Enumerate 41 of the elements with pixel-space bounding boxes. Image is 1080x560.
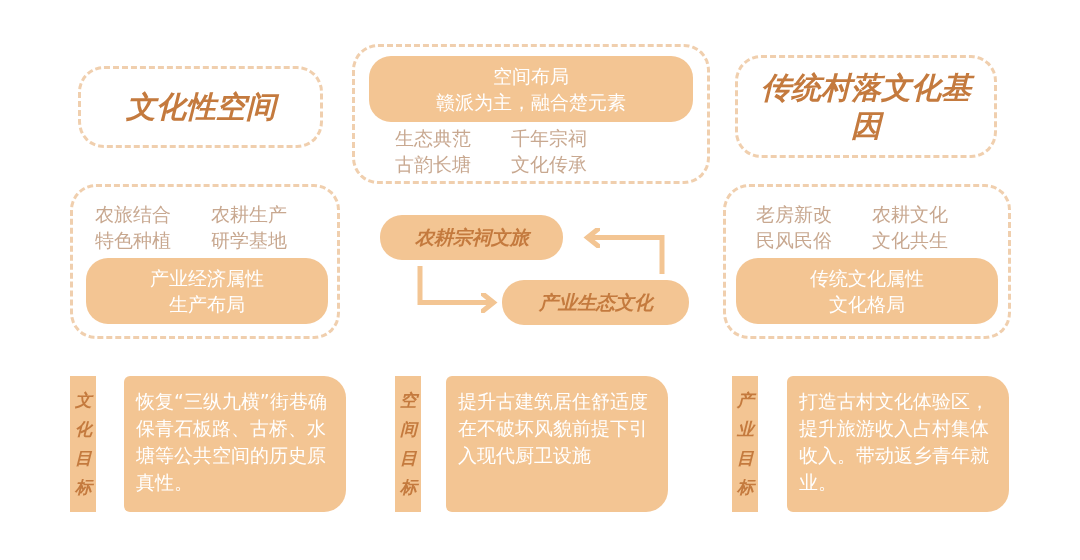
- item-text: 特色种植: [95, 228, 171, 253]
- pill-label: 农耕宗祠文旅: [380, 215, 563, 260]
- text-card: [787, 376, 1009, 512]
- pill-label: 产业生态文化: [502, 280, 689, 325]
- pill-text: 赣派为主，融合楚元素: [435, 90, 627, 115]
- item-text: 古韵长塘: [395, 152, 471, 177]
- item-text: 农旅结合: [95, 202, 171, 227]
- pill-box: [86, 258, 328, 324]
- item-text: 文化共生: [872, 228, 948, 253]
- dashed-panel: [723, 184, 1011, 339]
- pill-box: [736, 258, 998, 324]
- dashed-panel: [352, 44, 710, 184]
- card-text: 提升古建筑居住舒适度在不破坏风貌前提下引入现代厨卫设施: [457, 389, 649, 468]
- dashed-panel: [70, 184, 340, 339]
- item-text: 农耕生产: [211, 202, 287, 227]
- vertical-label: 文化目标: [74, 389, 92, 499]
- card-text: 恢复“三纵九横”街巷确保青石板路、古桥、水塘等公共空间的历史原真性。: [134, 389, 328, 495]
- label-bar: [70, 376, 96, 512]
- item-text: 农耕文化: [872, 202, 948, 227]
- item-text: 民风民俗: [756, 228, 832, 253]
- pill-text: 产业经济属性: [149, 266, 265, 291]
- item-text: 生态典范: [395, 126, 471, 151]
- pill-text: 传统文化属性: [809, 266, 925, 291]
- pill-text: 空间布局: [492, 64, 570, 89]
- pill-text: 生产布局: [168, 292, 246, 317]
- label-bar: [732, 376, 758, 512]
- text-card: [446, 376, 668, 512]
- text-card: [124, 376, 346, 512]
- item-text: 文化传承: [511, 152, 587, 177]
- card-text: 打造古村文化体验区，提升旅游收入占村集体收入。带动返乡青年就业。: [798, 389, 990, 495]
- heading-frame: [78, 66, 323, 148]
- arrow: [417, 266, 496, 315]
- heading-frame: [735, 55, 997, 158]
- pill-text: 文化格局: [828, 292, 906, 317]
- item-text: 研学基地: [211, 228, 287, 253]
- item-text: 老房新改: [756, 202, 832, 227]
- heading-text: 传统村落文化基因: [758, 68, 974, 145]
- item-text: 千年宗祠: [511, 126, 587, 151]
- pill-box: [369, 56, 693, 122]
- arrow: [585, 225, 665, 274]
- label-bar: [395, 376, 421, 512]
